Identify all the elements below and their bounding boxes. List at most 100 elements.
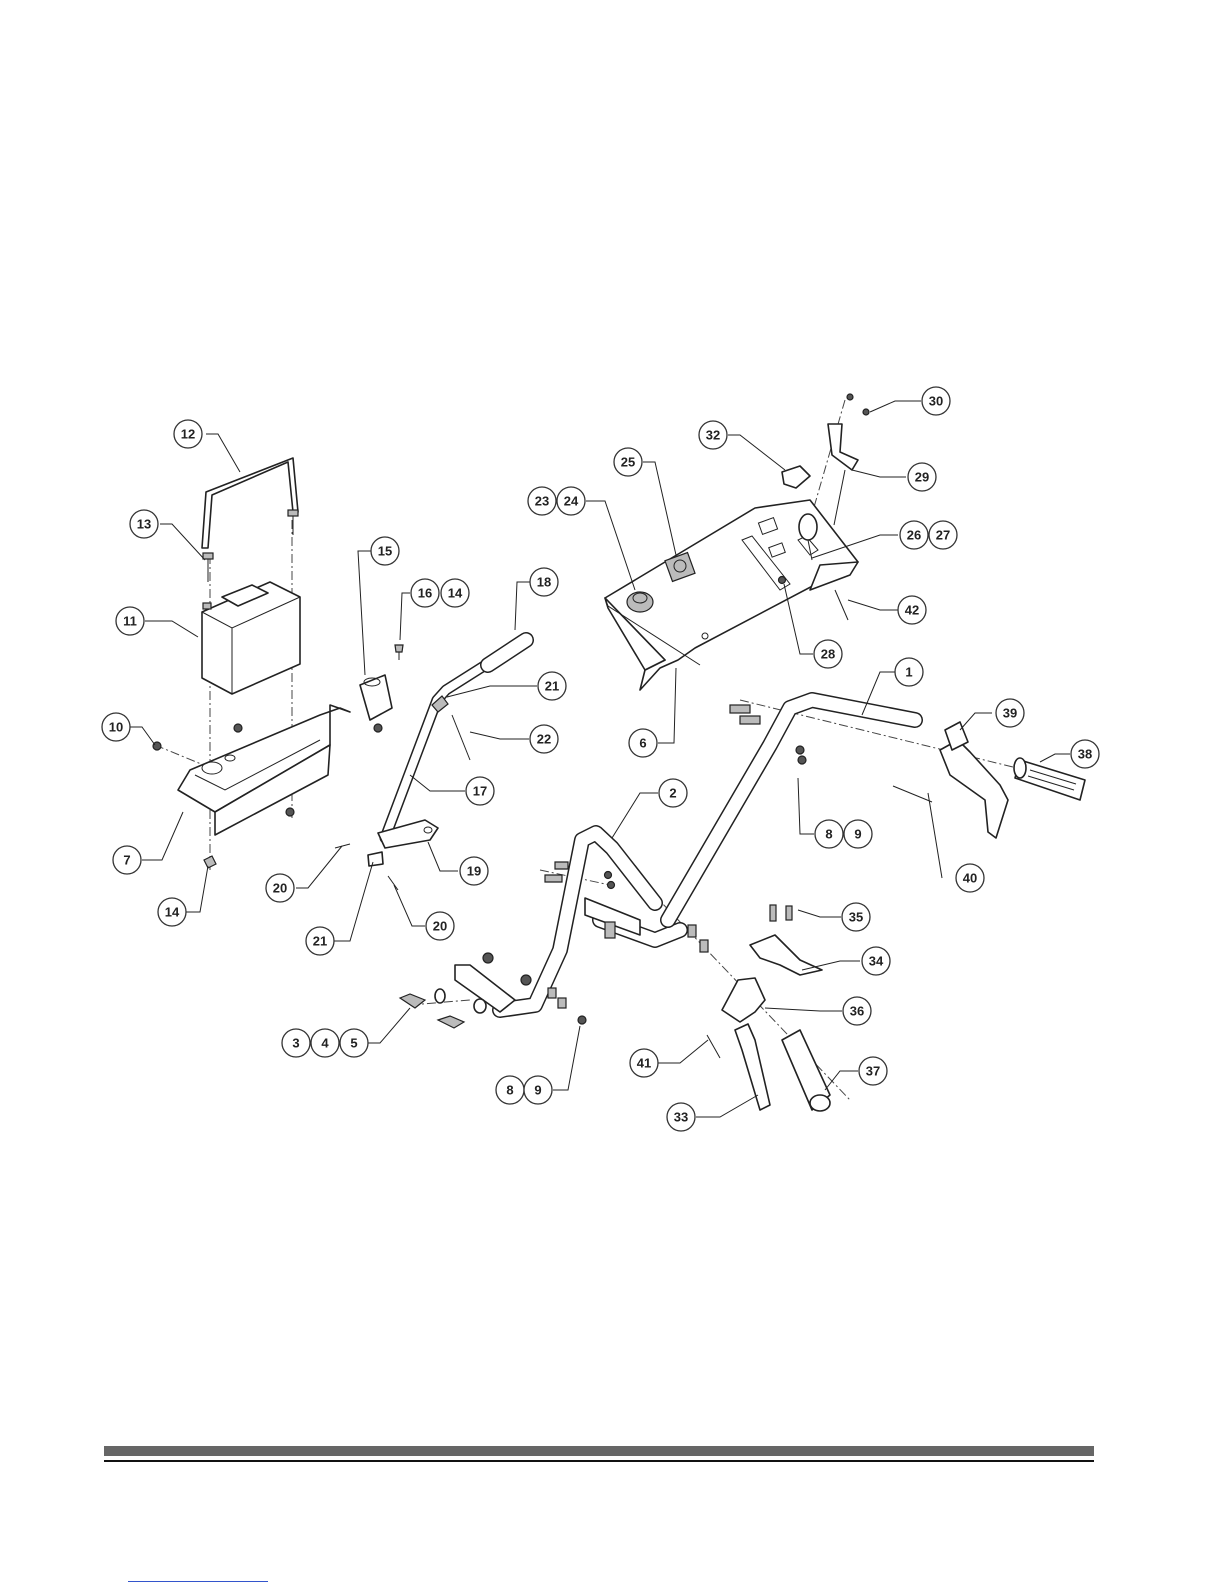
svg-text:3: 3 — [292, 1036, 299, 1051]
svg-text:15: 15 — [378, 544, 392, 559]
callout-33: 33 — [667, 1103, 695, 1131]
callout-23: 23 — [528, 487, 556, 515]
battery-cable-clamp — [360, 645, 403, 732]
svg-text:5: 5 — [350, 1036, 357, 1051]
lower-handle — [455, 833, 680, 1012]
callout-9-lower: 9 — [524, 1076, 552, 1104]
callout-30: 30 — [922, 387, 950, 415]
battery-tray — [153, 705, 350, 868]
svg-text:35: 35 — [849, 910, 863, 925]
callout-20-left: 20 — [266, 874, 294, 902]
svg-text:20: 20 — [433, 919, 447, 934]
callout-24: 24 — [557, 487, 585, 515]
shift-arm — [335, 820, 438, 890]
svg-text:14: 14 — [448, 586, 463, 601]
callout-8-lower: 8 — [496, 1076, 524, 1104]
svg-text:25: 25 — [621, 455, 635, 470]
svg-text:26: 26 — [907, 528, 921, 543]
callout-40: 40 — [956, 864, 984, 892]
svg-text:41: 41 — [637, 1056, 651, 1071]
svg-text:16: 16 — [418, 586, 432, 601]
callout-11: 11 — [116, 607, 144, 635]
footer-rule-thin — [104, 1460, 1094, 1462]
svg-text:37: 37 — [866, 1064, 880, 1079]
svg-text:24: 24 — [564, 494, 579, 509]
parts-drawing — [153, 394, 1085, 1111]
callout-21-lower: 21 — [306, 927, 334, 955]
svg-text:19: 19 — [467, 864, 481, 879]
callout-28: 28 — [814, 640, 842, 668]
battery — [202, 582, 300, 694]
callout-8-upper: 8 — [815, 820, 843, 848]
callout-5: 5 — [340, 1029, 368, 1057]
callout-7: 7 — [113, 846, 141, 874]
callout-26: 26 — [900, 521, 928, 549]
svg-text:11: 11 — [123, 614, 137, 629]
svg-text:30: 30 — [929, 394, 943, 409]
callout-38: 38 — [1071, 740, 1099, 768]
svg-text:1: 1 — [905, 665, 912, 680]
callout-25: 25 — [614, 448, 642, 476]
callout-39: 39 — [996, 699, 1024, 727]
svg-text:29: 29 — [915, 470, 929, 485]
footer-link-underline[interactable] — [128, 1581, 268, 1582]
svg-text:12: 12 — [181, 427, 195, 442]
callout-27: 27 — [929, 521, 957, 549]
callout-29: 29 — [908, 463, 936, 491]
svg-text:28: 28 — [821, 647, 835, 662]
callout-1: 1 — [895, 658, 923, 686]
callout-42: 42 — [898, 596, 926, 624]
svg-text:14: 14 — [165, 905, 180, 920]
battery-hold-down-bracket — [202, 458, 298, 582]
callout-15: 15 — [371, 537, 399, 565]
callout-22: 22 — [530, 725, 558, 753]
callout-34: 34 — [862, 947, 890, 975]
svg-text:34: 34 — [869, 954, 884, 969]
callout-35: 35 — [842, 903, 870, 931]
callout-4: 4 — [311, 1029, 339, 1057]
svg-text:17: 17 — [473, 784, 487, 799]
svg-text:8: 8 — [825, 827, 832, 842]
svg-text:39: 39 — [1003, 706, 1017, 721]
callout-10: 10 — [102, 713, 130, 741]
svg-text:6: 6 — [639, 736, 646, 751]
callout-37: 37 — [859, 1057, 887, 1085]
svg-text:36: 36 — [850, 1004, 864, 1019]
callout-9-upper: 9 — [844, 820, 872, 848]
svg-text:27: 27 — [936, 528, 950, 543]
svg-text:18: 18 — [537, 575, 551, 590]
callout-20-right: 20 — [426, 912, 454, 940]
svg-text:21: 21 — [545, 679, 559, 694]
footer-rule-thick — [104, 1446, 1094, 1456]
svg-text:4: 4 — [321, 1036, 329, 1051]
callout-16: 16 — [411, 579, 439, 607]
svg-text:9: 9 — [534, 1083, 541, 1098]
svg-text:20: 20 — [273, 881, 287, 896]
callout-19: 19 — [460, 857, 488, 885]
svg-text:9: 9 — [854, 827, 861, 842]
callout-12: 12 — [174, 420, 202, 448]
callout-18: 18 — [530, 568, 558, 596]
callout-6: 6 — [629, 729, 657, 757]
svg-text:2: 2 — [669, 786, 676, 801]
callout-14-clamp: 14 — [441, 579, 469, 607]
callout-13: 13 — [130, 510, 158, 538]
svg-text:40: 40 — [963, 871, 977, 886]
callout-21-upper: 21 — [538, 672, 566, 700]
callout-36: 36 — [843, 997, 871, 1025]
svg-text:10: 10 — [109, 720, 123, 735]
callout-32: 32 — [699, 421, 727, 449]
svg-text:33: 33 — [674, 1110, 688, 1125]
svg-text:22: 22 — [537, 732, 551, 747]
callout-14-left: 14 — [158, 898, 186, 926]
callout-3: 3 — [282, 1029, 310, 1057]
svg-text:38: 38 — [1078, 747, 1092, 762]
callout-17: 17 — [466, 777, 494, 805]
svg-text:42: 42 — [905, 603, 919, 618]
callout-2: 2 — [659, 779, 687, 807]
right-grip-assembly — [893, 722, 1085, 838]
svg-text:21: 21 — [313, 934, 327, 949]
svg-text:8: 8 — [506, 1083, 513, 1098]
callout-41: 41 — [630, 1049, 658, 1077]
